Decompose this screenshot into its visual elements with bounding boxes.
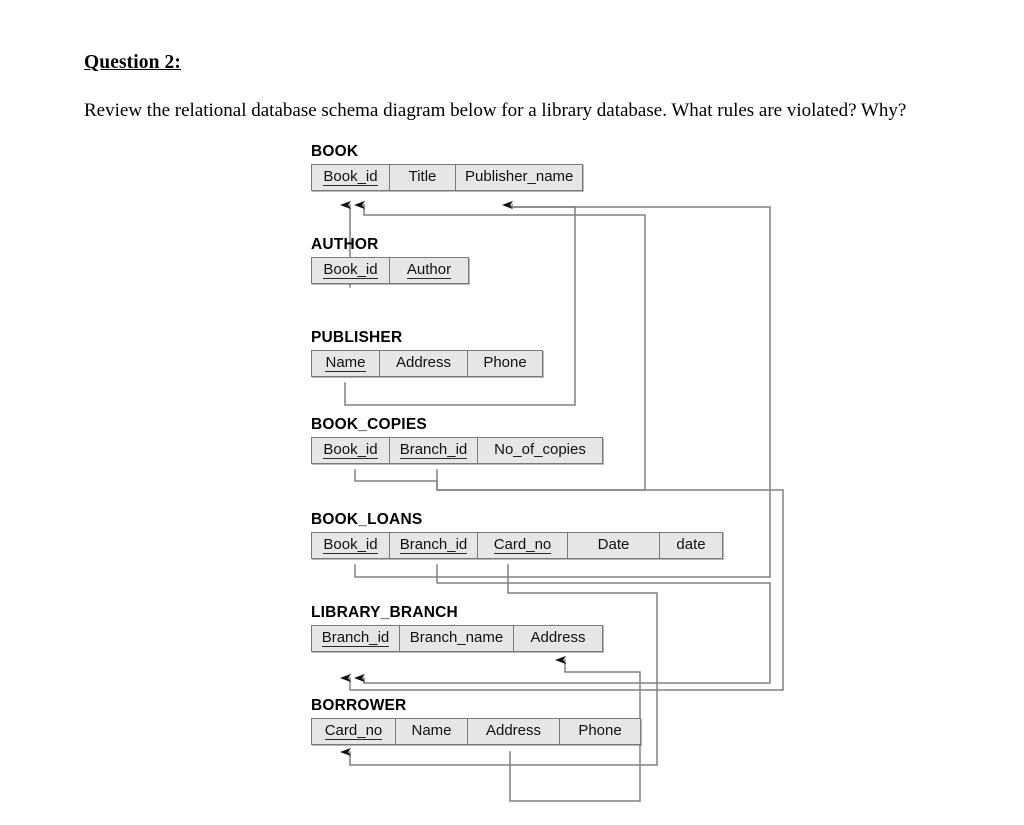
attribute-book-publisher-name[interactable]: Publisher_name <box>456 165 582 190</box>
attribute-book-loans-date-capital[interactable]: Date <box>568 533 660 558</box>
attribute-row-publisher: Name Address Phone <box>311 350 543 377</box>
attribute-label: Phone <box>483 354 527 371</box>
attribute-borrower-address[interactable]: Address <box>468 719 560 744</box>
relation-name-book-loans: BOOK_LOANS <box>311 511 423 528</box>
attribute-library-branch-address[interactable]: Address <box>514 626 602 651</box>
fk-bookcopies-branchid-to-librarybranch <box>340 469 784 691</box>
attribute-book-loans-card-no[interactable]: Card_no <box>478 533 568 558</box>
attribute-label: Book_id <box>323 441 378 459</box>
relation-author: AUTHOR Book_id Author <box>311 236 469 284</box>
relation-borrower: BORROWER Card_no Name Address Phone <box>311 697 641 745</box>
attribute-publisher-name[interactable]: Name <box>312 351 380 376</box>
attribute-book-copies-book-id[interactable]: Book_id <box>312 438 390 463</box>
relation-book: BOOK Book_id Title Publisher_name <box>311 143 583 191</box>
attribute-book-loans-date-lowercase[interactable]: date <box>660 533 722 558</box>
attribute-book-copies-branch-id[interactable]: Branch_id <box>390 438 478 463</box>
relation-name-author: AUTHOR <box>311 236 379 253</box>
attribute-book-loans-book-id[interactable]: Book_id <box>312 533 390 558</box>
attribute-row-book: Book_id Title Publisher_name <box>311 164 583 191</box>
relation-name-library-branch: LIBRARY_BRANCH <box>311 604 458 621</box>
relation-name-book: BOOK <box>311 143 359 160</box>
attribute-label: Card_no <box>324 722 383 740</box>
relation-publisher: PUBLISHER Name Address Phone <box>311 329 543 377</box>
attribute-label: Publisher_name <box>465 168 574 185</box>
attribute-label: Address <box>485 722 542 739</box>
relation-book-copies: BOOK_COPIES Book_id Branch_id No_of_copi… <box>311 416 603 464</box>
attribute-label: Branch_id <box>399 441 468 459</box>
attribute-author-book-id[interactable]: Book_id <box>312 258 390 283</box>
attribute-label: Address <box>530 629 586 646</box>
attribute-label: Title <box>408 168 437 185</box>
attribute-library-branch-branch-id[interactable]: Branch_id <box>312 626 400 651</box>
question-prompt: Review the relational database schema di… <box>84 100 907 122</box>
relation-name-borrower: BORROWER <box>311 697 407 714</box>
attribute-borrower-card-no[interactable]: Card_no <box>312 719 396 744</box>
attribute-book-loans-branch-id[interactable]: Branch_id <box>390 533 478 558</box>
attribute-row-author: Book_id Author <box>311 257 469 284</box>
relation-book-loans: BOOK_LOANS Book_id Branch_id Card_no Dat… <box>311 511 723 559</box>
attribute-label: Date <box>597 536 630 553</box>
attribute-label: Branch_id <box>321 629 390 647</box>
attribute-row-library-branch: Branch_id Branch_name Address <box>311 625 603 652</box>
attribute-borrower-name[interactable]: Name <box>396 719 468 744</box>
relation-name-publisher: PUBLISHER <box>311 329 403 346</box>
attribute-label: Card_no <box>493 536 552 554</box>
attribute-label: Branch_name <box>409 629 504 646</box>
question-heading: Question 2: <box>84 52 181 73</box>
attribute-label: Address <box>395 354 452 371</box>
attribute-book-title[interactable]: Title <box>390 165 456 190</box>
attribute-book-book-id[interactable]: Book_id <box>312 165 390 190</box>
attribute-publisher-address[interactable]: Address <box>380 351 468 376</box>
attribute-label: Book_id <box>323 168 378 186</box>
attribute-row-book-copies: Book_id Branch_id No_of_copies <box>311 437 603 464</box>
attribute-label: Name <box>325 354 366 372</box>
attribute-label: Name <box>411 722 452 739</box>
question-block: Question 2: Review the relational databa… <box>84 52 984 123</box>
attribute-library-branch-branch-name[interactable]: Branch_name <box>400 626 514 651</box>
attribute-label: Author <box>406 261 452 279</box>
attribute-label: date <box>676 536 706 553</box>
attribute-row-book-loans: Book_id Branch_id Card_no Date date <box>311 532 723 559</box>
attribute-label: Book_id <box>323 536 378 554</box>
attribute-label: Phone <box>578 722 622 739</box>
attribute-book-copies-no-of-copies[interactable]: No_of_copies <box>478 438 602 463</box>
attribute-author-author[interactable]: Author <box>390 258 468 283</box>
attribute-borrower-phone[interactable]: Phone <box>560 719 640 744</box>
attribute-row-borrower: Card_no Name Address Phone <box>311 718 641 745</box>
relation-name-book-copies: BOOK_COPIES <box>311 416 427 433</box>
attribute-label: Branch_id <box>399 536 468 554</box>
attribute-label: No_of_copies <box>494 441 586 458</box>
attribute-publisher-phone[interactable]: Phone <box>468 351 542 376</box>
relation-library-branch: LIBRARY_BRANCH Branch_id Branch_name Add… <box>311 604 603 652</box>
attribute-label: Book_id <box>323 261 378 279</box>
